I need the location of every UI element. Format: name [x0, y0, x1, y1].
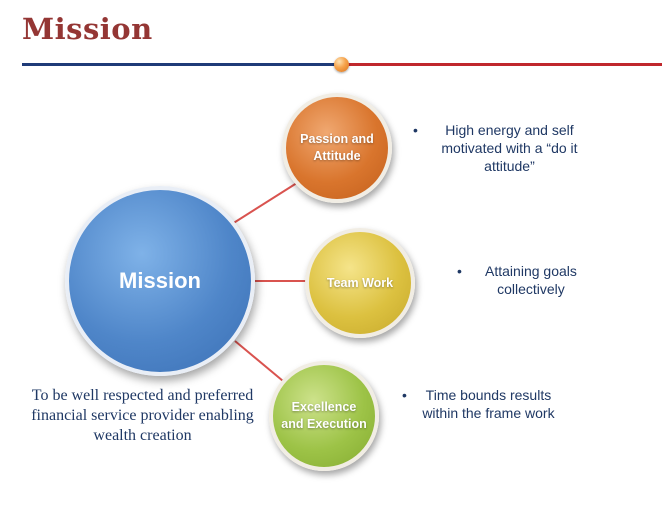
bullet-icon: • [457, 263, 462, 279]
node-team-label: Team Work [326, 275, 394, 290]
title-underline-right [344, 63, 662, 66]
node-passion-label: Passion and Attitude [300, 132, 374, 163]
title-underline-left [22, 63, 344, 66]
node-excellence-label: Excellence and Execution [281, 400, 367, 431]
bullet-icon: • [413, 122, 418, 138]
mission-statement: To be well respected and preferred finan… [31, 387, 254, 444]
mission-center-label: Mission [119, 268, 201, 293]
bullet-excellence-text: Time bounds results within the frame wor… [422, 387, 555, 422]
bullet-passion: • High energy and self motivated with a … [413, 121, 593, 176]
node-team-work: Team Work [305, 228, 415, 338]
page-title: Mission [22, 12, 153, 46]
connector-excellence [234, 340, 284, 382]
bullet-team: • Attaining goals collectively [457, 262, 592, 298]
mission-center-circle: Mission [65, 186, 255, 376]
bullet-icon: • [402, 387, 407, 403]
node-excellence-execution: Excellence and Execution [269, 361, 379, 471]
node-passion-attitude: Passion and Attitude [282, 93, 392, 203]
bullet-excellence: • Time bounds results within the frame w… [402, 386, 562, 422]
bullet-team-text: Attaining goals collectively [485, 263, 577, 298]
bullet-passion-text: High energy and self motivated with a “d… [441, 122, 578, 175]
underline-dot-icon [334, 57, 349, 72]
connector-passion [231, 180, 301, 225]
